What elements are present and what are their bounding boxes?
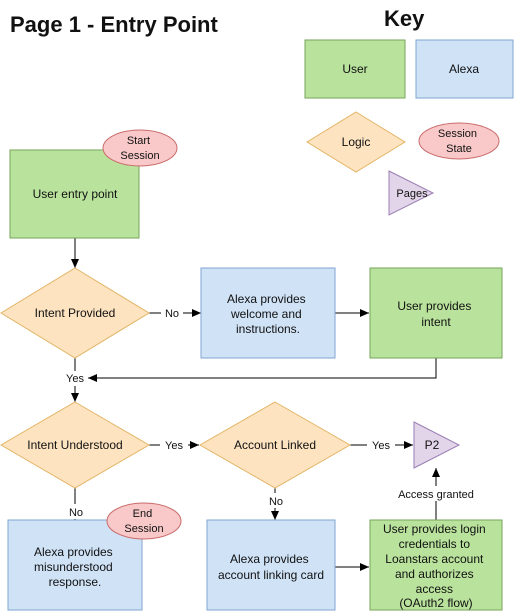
key-session-ellipse xyxy=(418,122,500,160)
node-alexa-linking-card xyxy=(206,519,336,611)
key-alexa-label: Alexa xyxy=(449,62,479,76)
edge-label-yes-3: Yes xyxy=(372,440,390,452)
node-intent-understood-label: Intent Understood xyxy=(27,438,122,452)
key-logic-diamond xyxy=(306,111,406,173)
node-end-session xyxy=(106,502,182,540)
node-user-provides-intent xyxy=(369,267,503,359)
node-user-entry-label: User entry point xyxy=(33,187,118,201)
node-p2 xyxy=(413,421,461,469)
node-end-session-label: End Session xyxy=(124,508,163,535)
edge-user-intent-back xyxy=(88,358,437,382)
label-bg xyxy=(390,486,482,501)
key-pages-label: Pages xyxy=(396,188,428,200)
label-bg xyxy=(265,493,287,508)
edge-label-access-granted: Access granted xyxy=(398,489,474,501)
node-alexa-welcome xyxy=(200,267,336,359)
node-user-entry xyxy=(9,149,140,239)
node-user-provides-intent-label: User provides intent xyxy=(397,299,474,329)
label-bg xyxy=(62,371,88,386)
edge-label-no-1: No xyxy=(165,308,179,320)
node-start-session xyxy=(102,129,178,167)
node-account-linked-label: Account Linked xyxy=(234,438,316,452)
edge-label-yes-2: Yes xyxy=(165,440,183,452)
label-bg xyxy=(367,437,395,452)
edge-label-no-3: No xyxy=(269,496,283,508)
label-bg xyxy=(160,437,188,452)
node-account-linked xyxy=(198,401,352,489)
nodes: User entry point Start Session Intent Pr… xyxy=(0,129,503,611)
node-start-session-label: Start Session xyxy=(120,135,159,162)
key-legend: User Alexa Logic Session State Pages xyxy=(304,39,514,216)
node-alexa-misunderstood-label: Alexa provides misunderstood response. xyxy=(34,545,116,589)
key-session-label: Session State xyxy=(438,128,480,155)
node-user-login xyxy=(369,519,503,611)
key-pages-triangle xyxy=(388,170,435,216)
edge-label-no-2: No xyxy=(69,507,83,519)
node-user-login-label: User provides login credentials to Loans… xyxy=(383,522,489,610)
node-intent-provided xyxy=(0,267,150,359)
label-bg xyxy=(161,305,183,320)
label-bg xyxy=(65,504,87,519)
edge-label-yes-1: Yes xyxy=(66,373,84,385)
node-alexa-welcome-label: Alexa provides welcome and instructions. xyxy=(227,292,309,336)
node-intent-understood xyxy=(0,401,150,489)
key-logic-label: Logic xyxy=(342,135,371,149)
key-user-label: User xyxy=(342,62,367,76)
edge-labels: No Yes Yes Yes No No Access granted xyxy=(62,305,482,519)
key-alexa-box xyxy=(415,39,514,99)
key-title: Key xyxy=(384,6,425,31)
node-intent-provided-label: Intent Provided xyxy=(35,306,116,320)
node-alexa-linking-card-label: Alexa provides account linking card xyxy=(218,552,324,582)
page-title: Page 1 - Entry Point xyxy=(10,12,218,37)
key-user-box xyxy=(304,39,406,99)
node-p2-label: P2 xyxy=(425,438,440,452)
